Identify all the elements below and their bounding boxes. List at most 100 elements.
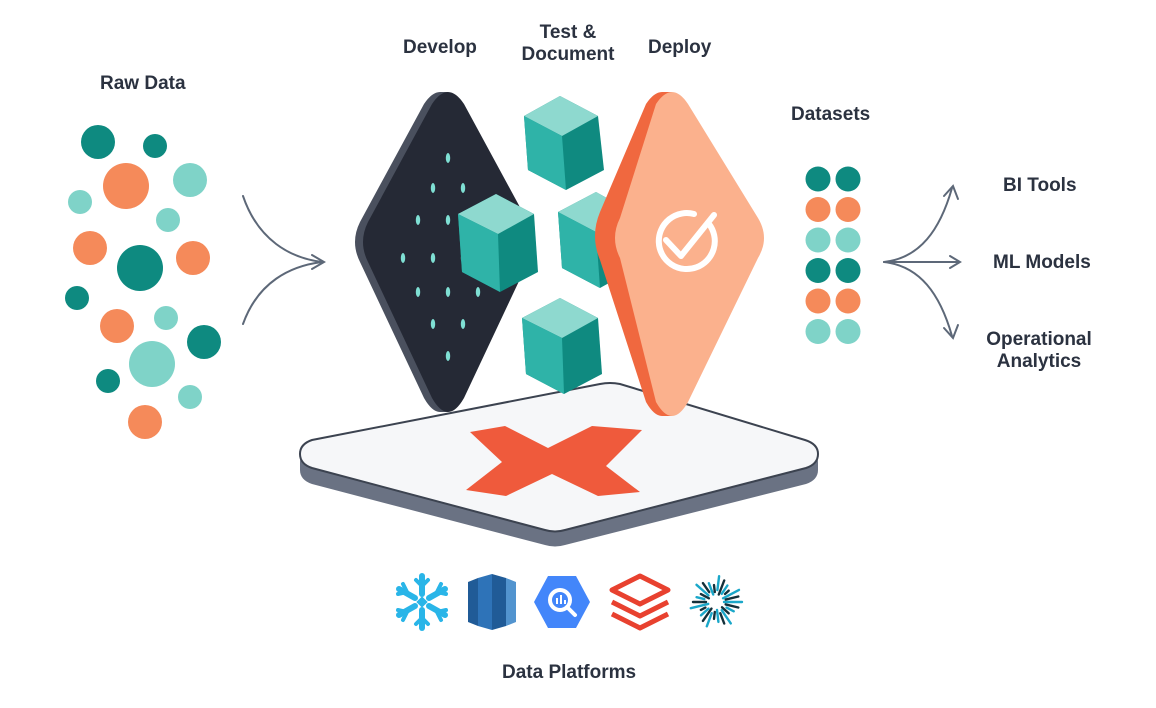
test-document-label-line1: Test & — [539, 22, 597, 43]
starburst-ray — [724, 595, 740, 601]
raw-data-circle — [117, 245, 163, 291]
operational-analytics-label-line1: Operational — [986, 329, 1092, 350]
input-arrows — [242, 195, 326, 325]
develop-dot — [400, 253, 406, 263]
raw-data-label: Raw Data — [100, 73, 186, 94]
bi-tools-label: BI Tools — [1003, 175, 1077, 196]
develop-block — [355, 92, 533, 412]
data-platform-logos — [396, 573, 744, 631]
starburst-ray — [724, 603, 740, 609]
develop-dot — [415, 215, 421, 225]
develop-dot — [445, 351, 451, 361]
input-arrow-bottom — [242, 261, 323, 325]
raw-data-circle — [143, 134, 167, 158]
output-arrow-ops — [883, 261, 953, 337]
starburst-ray — [699, 592, 711, 600]
dataset-circle — [835, 197, 861, 222]
starburst-ray — [701, 581, 711, 594]
develop-dot — [445, 287, 451, 297]
raw-data-circle — [100, 309, 134, 343]
starburst-ray — [723, 589, 730, 596]
dataset-circle — [805, 258, 831, 283]
dataset-circle — [805, 197, 831, 222]
starburst-ray — [720, 606, 730, 615]
test-cube-left — [458, 194, 538, 292]
starburst-ray — [705, 611, 713, 628]
raw-data-circle — [187, 325, 221, 359]
input-arrow-top — [242, 195, 323, 263]
develop-dot — [475, 287, 481, 297]
output-arrows — [883, 184, 962, 340]
raw-data-circle — [96, 369, 120, 393]
raw-data-circle — [103, 163, 149, 209]
develop-dot — [460, 319, 466, 329]
raw-data-circle — [65, 286, 89, 310]
test-cube-bottom — [522, 298, 602, 394]
starburst-ray — [720, 608, 733, 625]
raw-data-circle — [81, 125, 115, 159]
bigquery-icon — [534, 576, 590, 628]
raw-data-circle — [128, 405, 162, 439]
develop-dot — [430, 253, 436, 263]
output-arrow-bi-head — [943, 184, 959, 200]
starburst-ray — [712, 610, 716, 621]
starburst-ray — [721, 588, 741, 600]
data-platforms-label: Data Platforms — [502, 662, 637, 683]
develop-dot — [445, 153, 451, 163]
raw-data-circle — [178, 385, 202, 409]
operational-analytics-label: Operational Analytics — [983, 329, 1095, 373]
deploy-block — [595, 92, 764, 416]
starburst-ray — [715, 608, 720, 624]
develop-label: Develop — [403, 37, 477, 58]
input-arrow-head — [311, 254, 326, 270]
starburst-ray — [717, 579, 726, 596]
starburst-ray — [699, 606, 707, 612]
raw-data-circle — [73, 231, 107, 265]
starburst-ray — [719, 611, 726, 625]
dataset-circle — [805, 166, 831, 192]
dataset-circle — [805, 227, 831, 253]
raw-data-circles — [65, 125, 221, 439]
starburst-ray — [725, 606, 735, 613]
redshift-icon — [468, 574, 516, 630]
starburst-ray — [712, 583, 716, 594]
raw-data-circle — [173, 163, 207, 197]
dataset-circle — [835, 288, 861, 314]
raw-data-circle — [176, 241, 210, 275]
starburst-ray — [701, 607, 713, 623]
starburst-ray — [689, 602, 710, 610]
develop-dot — [460, 183, 466, 193]
dbt-logo-icon — [466, 426, 642, 496]
databricks-icon — [609, 573, 671, 631]
starburst-ray — [707, 582, 715, 596]
test-document-label-line2: Document — [521, 44, 615, 65]
datasets-label: Datasets — [791, 104, 871, 125]
dataset-circle — [835, 319, 861, 344]
develop-dot — [430, 183, 436, 193]
starburst-ray — [699, 607, 710, 617]
raw-data-circle — [154, 306, 178, 330]
raw-data-circle — [68, 190, 92, 214]
raw-data-circle — [129, 341, 175, 387]
dataset-circles — [805, 166, 861, 344]
check-circle-icon — [655, 210, 718, 273]
dataset-circle — [835, 258, 861, 283]
starburst-ray — [695, 583, 710, 597]
develop-dot — [415, 287, 421, 297]
test-document-label: Test & Document — [518, 22, 618, 66]
output-arrow-bi — [883, 187, 953, 263]
output-arrow-ops-head — [943, 324, 959, 340]
deploy-label: Deploy — [648, 37, 712, 58]
ml-models-label: ML Models — [993, 252, 1091, 273]
dataset-circle — [835, 227, 861, 253]
dataset-circle — [805, 319, 831, 344]
starburst-ray — [695, 595, 706, 601]
snowflake-icon — [396, 573, 448, 631]
starburst-ray — [720, 584, 729, 596]
develop-dot — [445, 215, 451, 225]
raw-data-circle — [156, 208, 180, 232]
output-arrow-ml-head — [949, 255, 962, 269]
test-cube-top — [524, 96, 604, 190]
